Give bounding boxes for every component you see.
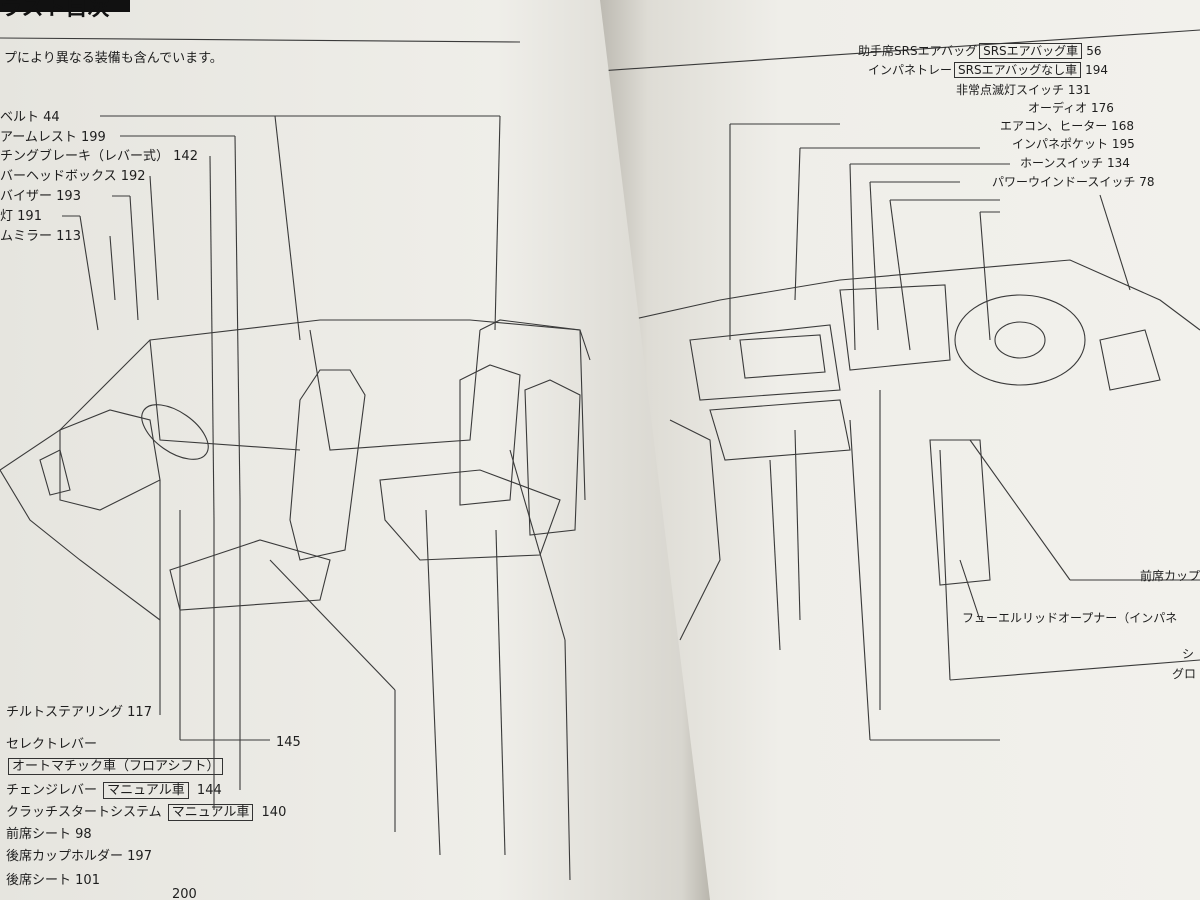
label-front-seat: 前席シート 98 [6, 827, 92, 842]
label-cut-1: シ [1182, 647, 1195, 661]
page-heading: ラスト目次 [0, 0, 110, 21]
label-fuel-lid-opener: フューエルリッドオープナー（インパネ [962, 611, 1178, 625]
label-armrest: アームレスト 199 [0, 130, 106, 145]
label-select-lever-page: 145 [276, 735, 301, 750]
label-clutch-start: クラッチスタートシステム マニュアル車 140 [6, 804, 287, 821]
label-cut-2: グロ [1172, 667, 1197, 681]
dashboard-illustration-right [600, 29, 1200, 741]
label-mirror: ムミラー 113 [0, 229, 81, 244]
label-seatbelt: ベルト 44 [0, 110, 60, 125]
label-rear-cupholder: 後席カップホルダー 197 [6, 849, 152, 864]
label-aircon: エアコン、ヒーター 168 [1000, 119, 1135, 133]
label-cut-page: 200 [172, 887, 197, 900]
label-horn-switch: ホーンスイッチ 134 [1020, 156, 1130, 170]
label-audio: オーディオ 176 [1028, 101, 1114, 115]
label-automatic: オートマチック車（フロアシフト） [6, 758, 227, 775]
label-visor: バイザー 193 [0, 189, 81, 204]
rule-line-right [600, 29, 1200, 76]
label-rear-seat: 後席シート 101 [6, 873, 100, 888]
label-power-window: パワーウインドースイッチ 78 [992, 175, 1155, 189]
interior-illustration-left [0, 37, 591, 881]
intro-text: プにより異なる装備も含んでいます。 [4, 51, 223, 66]
label-parking-brake: チングブレーキ（レバー式） 142 [0, 149, 198, 164]
label-tilt-steering: チルトステアリング 117 [6, 705, 152, 720]
label-lamp: 灯 191 [0, 209, 42, 224]
label-select-lever: セレクトレバー [6, 737, 98, 752]
label-panel-pocket: インパネポケット 195 [1012, 137, 1135, 151]
label-change-lever: チェンジレバー マニュアル車 144 [6, 782, 222, 799]
header-bar [0, 0, 130, 12]
rule-line [0, 37, 521, 43]
left-page: ラスト目次 プにより異なる装備も含んでいます。 ベルト 44 アームレスト 19… [0, 0, 710, 900]
automatic-tag: オートマチック車（フロアシフト） [8, 758, 224, 775]
label-overhead-box: バーヘッドボックス 192 [0, 169, 146, 184]
label-front-cupholder: 前席カップ [1140, 569, 1200, 583]
label-hazard-switch: 非常点滅灯スイッチ 131 [956, 83, 1091, 97]
